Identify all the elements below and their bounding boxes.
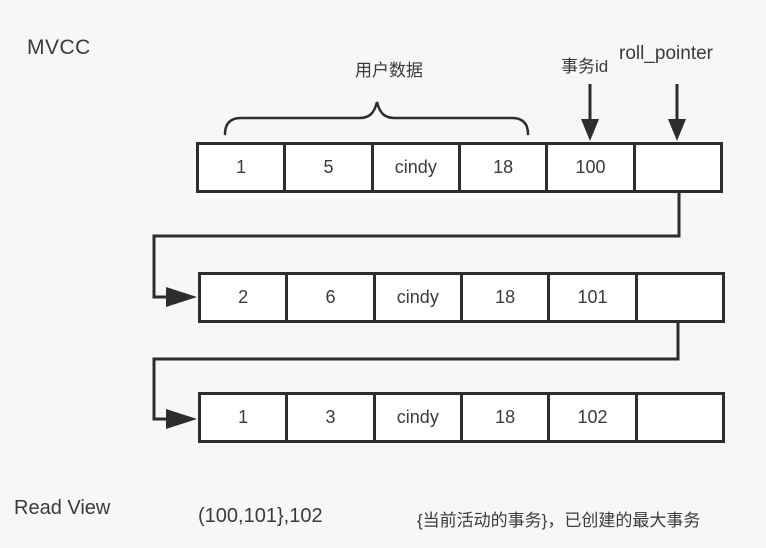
row1-col-name: cindy [374,145,461,190]
read-view-label: Read View [14,497,111,519]
version-row-3: 1 3 cindy 18 102 [198,392,725,443]
trx-id-label: 事务id [561,57,609,76]
read-view-ids: (100,101},102 [198,505,323,527]
connector-row2-to-row3 [152,322,680,429]
version-row-1: 1 5 cindy 18 100 [196,142,723,193]
trx-id-arrow-icon [581,84,599,141]
user-data-label: 用户数据 [355,61,423,80]
row1-col-2: 5 [286,145,374,190]
row1-col-pk: 1 [199,145,287,190]
row3-col-trx-id: 102 [550,395,638,440]
user-data-brace-icon [223,101,530,136]
connector-row1-to-row2 [152,192,681,307]
version-row-2: 2 6 cindy 18 101 [198,272,725,323]
row1-col-roll-pointer [636,145,720,190]
row2-col-name: cindy [376,275,463,320]
row3-col-2: 3 [288,395,376,440]
roll-pointer-arrow-icon [668,84,686,141]
row2-col-roll-pointer [638,275,722,320]
read-view-note: {当前活动的事务}，已创建的最大事务 [417,511,701,530]
row3-col-pk: 1 [201,395,289,440]
row2-col-trx-id: 101 [550,275,638,320]
row1-col-trx-id: 100 [548,145,636,190]
row2-col-age: 18 [463,275,551,320]
row3-col-roll-pointer [638,395,722,440]
row2-col-pk: 2 [201,275,289,320]
row3-col-name: cindy [376,395,463,440]
row2-col-2: 6 [288,275,376,320]
row1-col-age: 18 [461,145,549,190]
roll-pointer-label: roll_pointer [619,43,713,64]
page-title: MVCC [27,36,91,59]
row3-col-age: 18 [463,395,551,440]
